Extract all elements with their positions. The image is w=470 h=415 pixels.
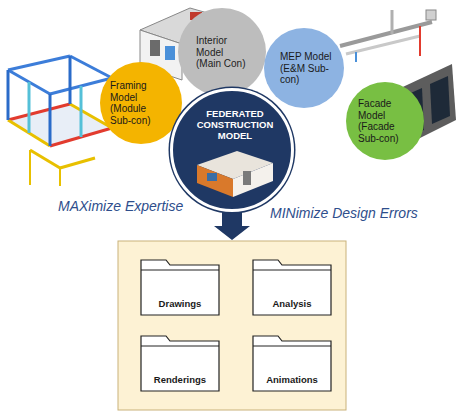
tagline: MAXimize Expertise (58, 198, 183, 214)
room-door (243, 171, 251, 185)
folder-label: Animations (254, 375, 330, 386)
folder-label: Analysis (254, 299, 330, 310)
model-name: Framing Model (Module Sub-con) (110, 80, 166, 126)
model-name: MEP Model (E&M Sub-con) (280, 51, 332, 86)
folder-back (253, 336, 331, 391)
model-circle: Framing Model (Module Sub-con) (100, 62, 182, 144)
folder-flap (141, 270, 219, 271)
federated-title: FEDERATED CONSTRUCTION MODEL (193, 109, 277, 142)
down-arrow (214, 212, 250, 240)
folder-back (141, 336, 219, 391)
model-name: Interior Model (Main Con) (196, 35, 250, 70)
output-panel (118, 241, 346, 410)
model-circle: MEP Model (E&M Sub-con) (264, 28, 344, 108)
room-wall (233, 163, 273, 197)
folder-flap (253, 270, 331, 271)
federated-circle: FEDERATED CONSTRUCTION MODEL (170, 88, 294, 212)
output-folder: Analysis (252, 256, 332, 316)
framing-illustration (8, 56, 112, 186)
mep-illustration (340, 10, 436, 62)
model-circle: Interior Model (Main Con) (178, 8, 266, 96)
model-name: Facade Model (Facade Sub-con) (358, 98, 414, 144)
folder-back (253, 260, 331, 315)
output-folder: Animations (252, 332, 332, 392)
room-illustration (193, 147, 277, 199)
folder-back (141, 260, 219, 315)
folder-label: Renderings (142, 375, 218, 386)
folder-flap (141, 346, 219, 347)
output-folder: Drawings (140, 256, 220, 316)
folder-flap (253, 346, 331, 347)
output-folder: Renderings (140, 332, 220, 392)
folder-label: Drawings (142, 299, 218, 310)
room-wall (197, 165, 233, 197)
tagline: MINimize Design Errors (270, 205, 418, 221)
room-window (207, 173, 217, 181)
model-circle: Facade Model (Facade Sub-con) (346, 82, 424, 160)
